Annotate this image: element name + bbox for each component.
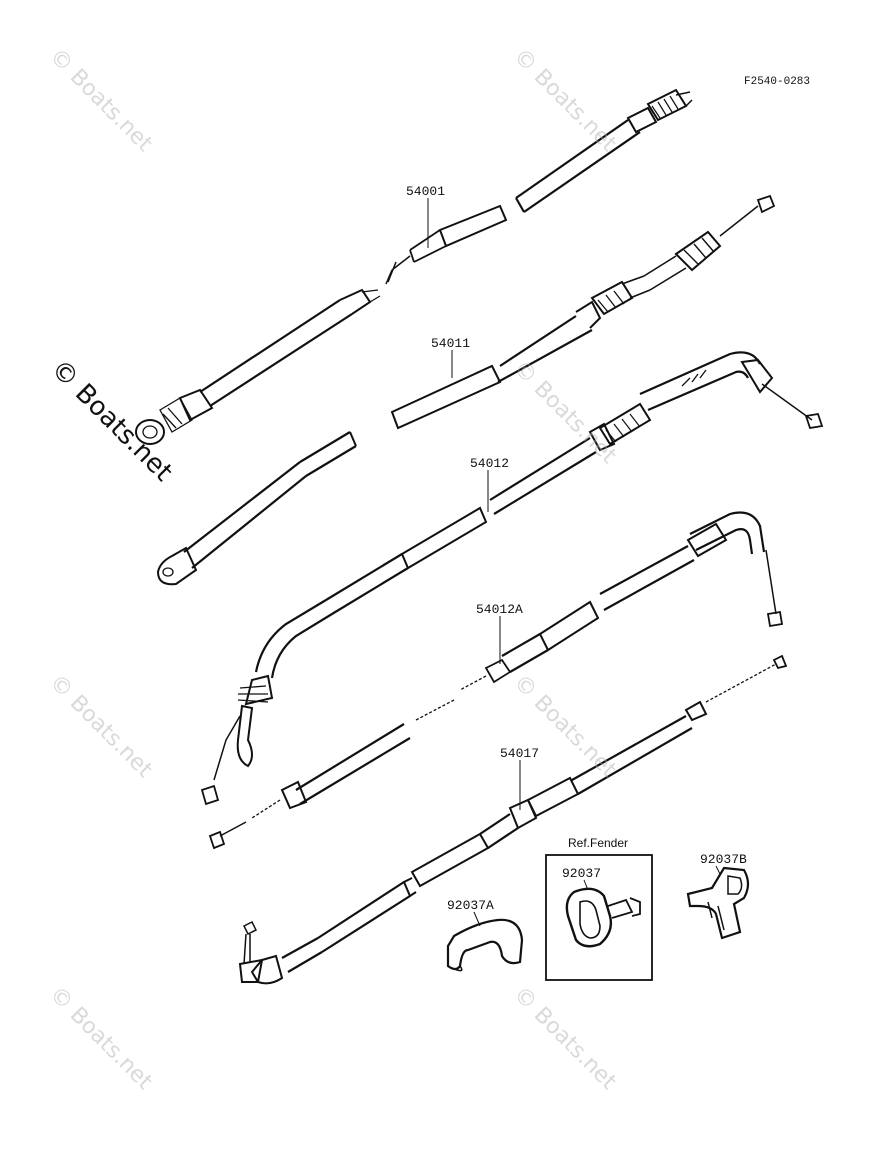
cable-54012-adjuster <box>598 402 652 446</box>
cable-54011-upper-tube <box>497 315 593 383</box>
callout-54011[interactable]: 54011 <box>431 336 471 351</box>
cable-54011-lower-tube <box>183 461 307 569</box>
leader-92037A <box>473 911 481 927</box>
cable-54011-sleeve <box>390 364 502 430</box>
callout-92037[interactable]: 92037 <box>562 866 602 881</box>
cable-54012-lever <box>236 704 254 768</box>
callout-54001[interactable]: 54001 <box>406 184 446 199</box>
cable-54001-bottom-fitting <box>135 388 214 445</box>
clamp-92037B <box>686 866 750 940</box>
cable-54001-lower-tube <box>199 299 353 407</box>
clamp-92037A <box>446 918 524 972</box>
cable-54011 <box>156 194 776 586</box>
cable-54011-boot <box>674 230 722 272</box>
leader-lines <box>427 198 721 927</box>
cable-54011-end-fitting <box>156 546 198 586</box>
cable-54012A-sleeve <box>538 600 600 652</box>
figure-code: F2540-0283 <box>744 76 811 88</box>
cable-54012-curve <box>254 599 333 679</box>
cable-54001-sleeve <box>438 204 508 248</box>
cable-54012 <box>200 351 824 806</box>
clamp-92037 <box>565 887 641 948</box>
callout-54017[interactable]: 54017 <box>500 746 540 761</box>
leader-92037B <box>715 865 721 875</box>
ref-fender-box <box>545 854 653 981</box>
ref-fender-label: Ref.Fender <box>568 836 629 850</box>
cable-54001-top-fitting <box>626 88 693 134</box>
callout-92037A[interactable]: 92037A <box>447 898 494 913</box>
cable-54017 <box>238 654 788 985</box>
callout-92037B[interactable]: 92037B <box>700 852 747 867</box>
cable-54017-sleeve <box>526 776 580 818</box>
cable-54001 <box>135 88 693 445</box>
cable-54001-upper-tube <box>515 119 641 213</box>
callout-54012A[interactable]: 54012A <box>476 602 523 617</box>
cable-54012-sleeve <box>400 506 488 570</box>
callout-54012[interactable]: 54012 <box>470 456 510 471</box>
cable-54012A <box>208 511 784 850</box>
leader-92037 <box>583 879 589 891</box>
